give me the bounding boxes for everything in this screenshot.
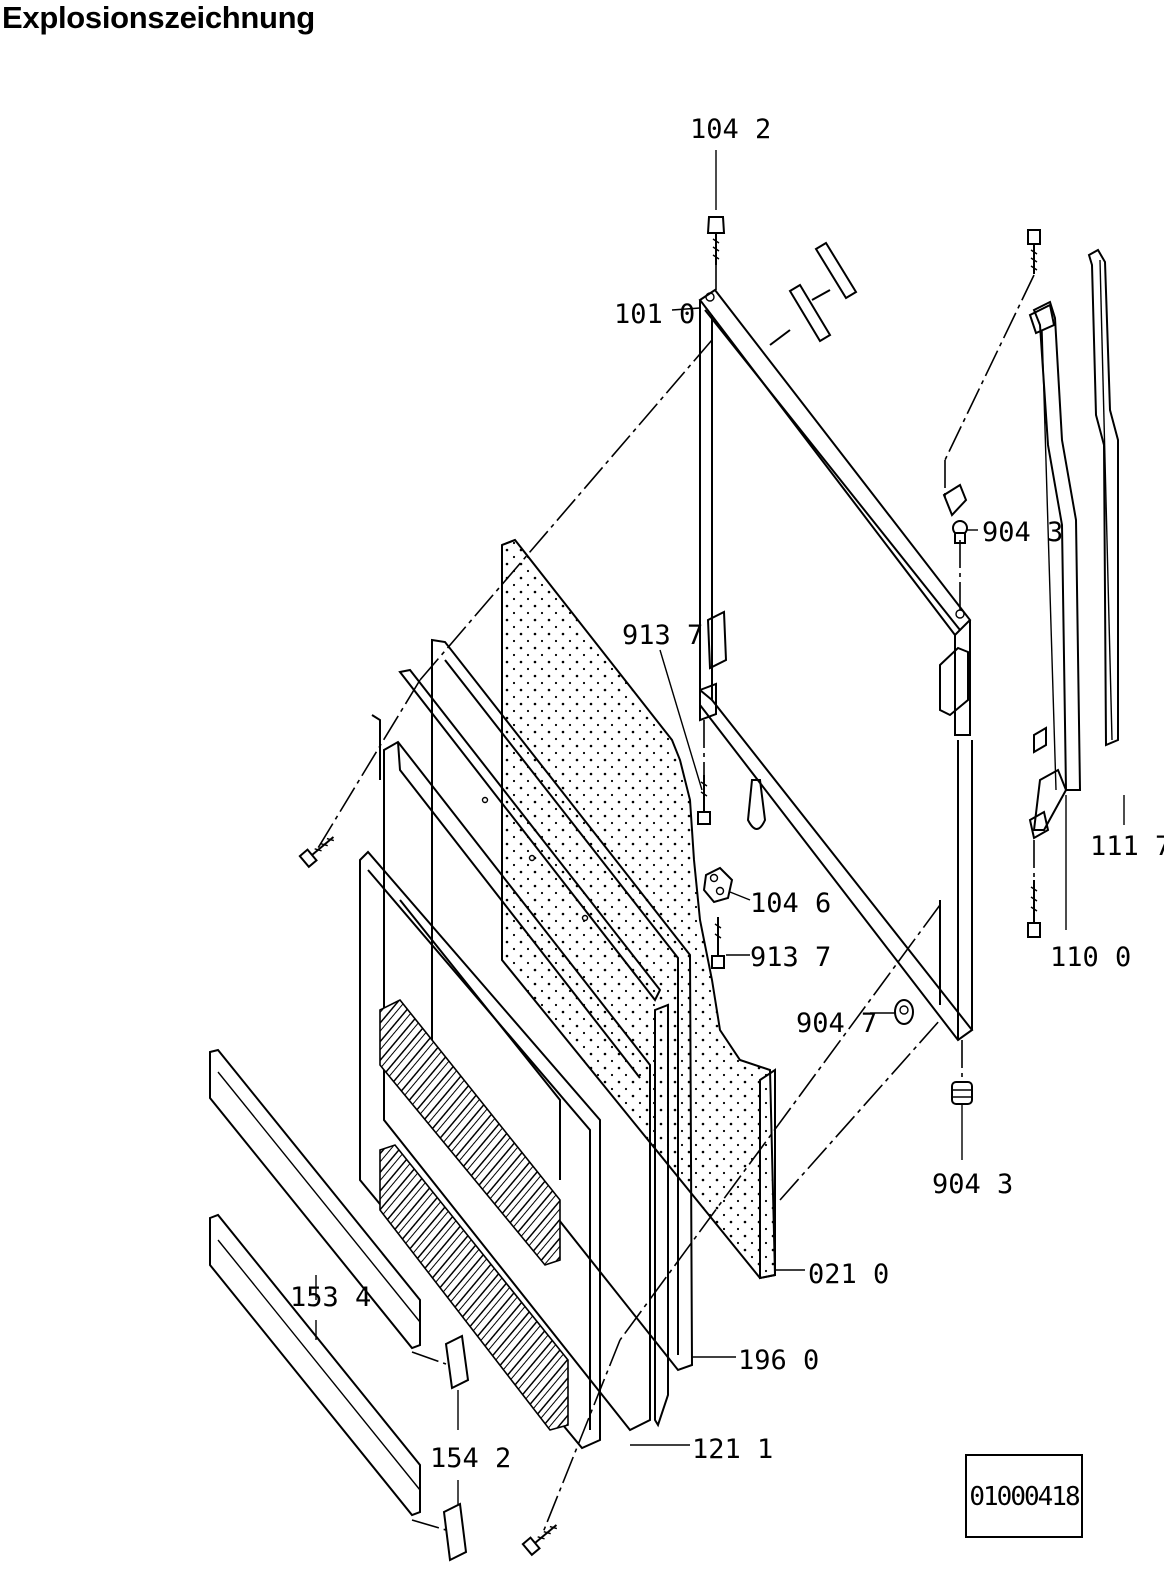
grommet-icon xyxy=(894,999,914,1025)
assembly-lines xyxy=(317,262,1035,1536)
label-111-7: 111 7 xyxy=(1090,831,1164,862)
screws xyxy=(298,216,1041,1557)
strip-111 xyxy=(1087,248,1119,747)
screw-icon xyxy=(697,775,711,825)
label-913-7-upper: 913 7 xyxy=(622,620,703,651)
part-labels: 104 2 101 0 904 3 913 7 111 7 104 6 913 … xyxy=(290,114,1164,1474)
label-101-0: 101 0 xyxy=(614,299,695,330)
screw-icon xyxy=(521,1524,558,1557)
screw-icon xyxy=(706,216,726,265)
label-904-3-upper: 904 3 xyxy=(982,517,1063,548)
screw-icon xyxy=(298,836,335,869)
screw-icon xyxy=(1027,880,1041,938)
label-104-2: 104 2 xyxy=(690,114,771,145)
reference-number-box: 01000418 xyxy=(965,1454,1083,1538)
screw-icon xyxy=(1027,229,1041,274)
label-904-7: 904 7 xyxy=(796,1008,877,1039)
reference-number: 01000418 xyxy=(969,1482,1080,1512)
plug-icon xyxy=(952,520,968,544)
rear-frame xyxy=(698,288,974,1042)
label-154-2: 154 2 xyxy=(430,1443,511,1474)
plug-icon xyxy=(951,1081,973,1105)
label-121-1: 121 1 xyxy=(692,1434,773,1465)
label-196-0: 196 0 xyxy=(738,1345,819,1376)
screw-icon xyxy=(711,917,725,969)
label-110-0: 110 0 xyxy=(1050,942,1131,973)
bracket-icon xyxy=(702,866,734,904)
label-021-0: 021 0 xyxy=(808,1259,889,1290)
door-liner xyxy=(359,850,601,1450)
end-caps-154 xyxy=(442,1334,470,1562)
top-clip xyxy=(769,241,858,346)
side-rail-110 xyxy=(1028,300,1082,840)
leader-lines xyxy=(315,150,1125,1505)
label-904-3-lower: 904 3 xyxy=(932,1169,1013,1200)
side-profile-153 xyxy=(209,1048,421,1517)
label-913-7-lower: 913 7 xyxy=(750,942,831,973)
page-title: Explosionszeichnung xyxy=(2,0,315,35)
label-104-6: 104 6 xyxy=(750,888,831,919)
label-153-4: 153 4 xyxy=(290,1282,371,1313)
